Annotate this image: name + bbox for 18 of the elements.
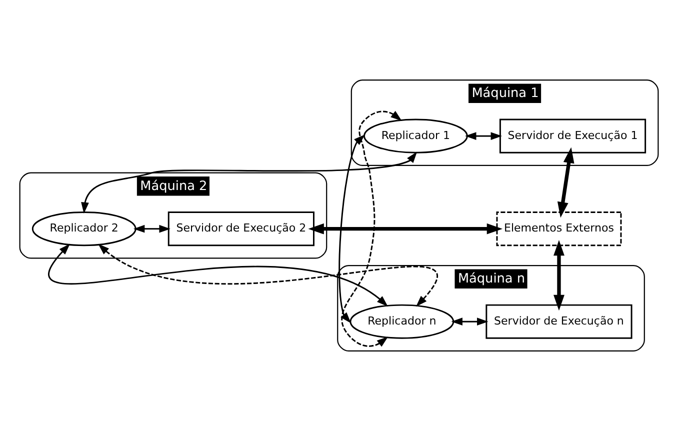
arrow [81,152,418,214]
arrow [341,110,402,347]
arrow [308,223,503,234]
arrow [465,132,502,140]
arrow [451,318,488,326]
node-ellipse: Replicador n [350,304,454,339]
node-ellipse: Replicador 2 [32,212,136,246]
arrow [98,244,437,307]
arrow [133,224,170,233]
arrow [557,147,574,218]
node-box: Servidor de Execução n [486,304,632,339]
node-box: Servidor de Execução 1 [499,118,646,154]
node-ellipse: Replicador 1 [363,118,468,154]
node-box: Servidor de Execução 2 [168,212,314,246]
node-box: Elementos Externos [496,212,622,246]
arrow [49,244,388,307]
arrow [338,134,365,324]
arrow [554,240,564,311]
